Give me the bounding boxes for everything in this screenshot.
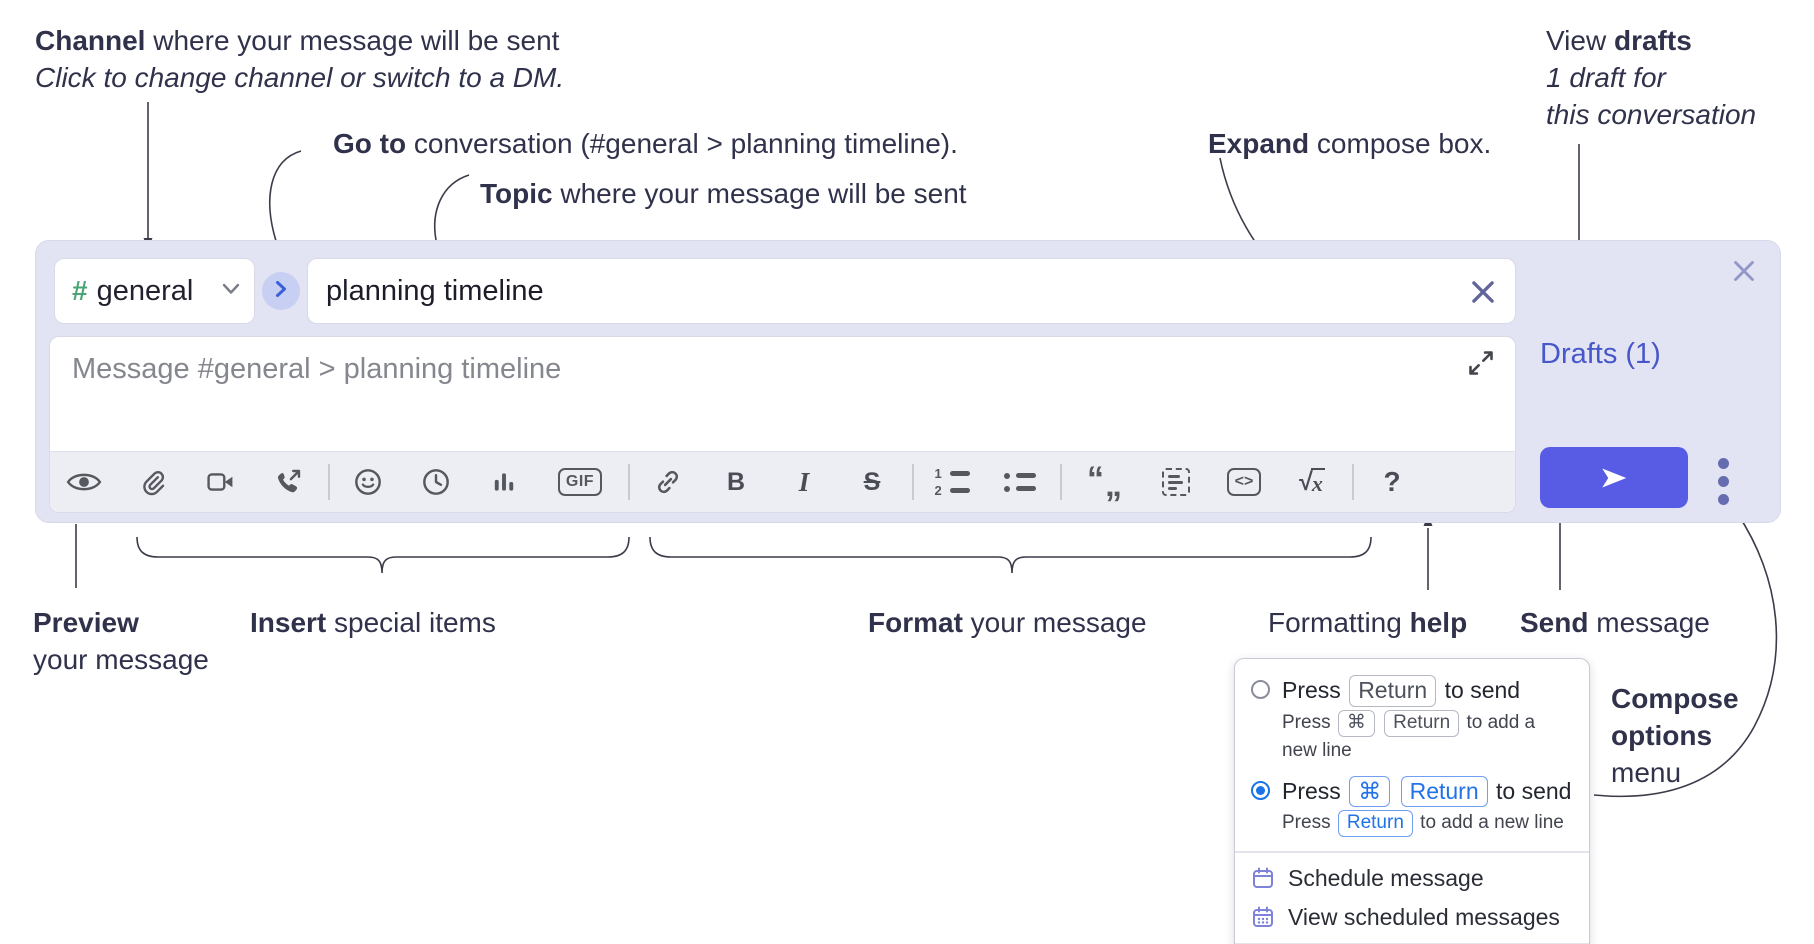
formatting-help-button[interactable]: ? bbox=[1372, 460, 1412, 504]
compose-panel: # general planning timeline Message #gen… bbox=[35, 240, 1781, 523]
italic-icon: I bbox=[798, 466, 810, 497]
toolbar-divider bbox=[1060, 464, 1062, 500]
link-button[interactable] bbox=[648, 460, 688, 504]
menu-divider bbox=[1235, 851, 1589, 853]
preview-button[interactable] bbox=[64, 460, 104, 504]
equation-button[interactable]: √x bbox=[1292, 460, 1332, 504]
paperclip-icon bbox=[142, 470, 164, 495]
view-drafts-annotation: View drafts 1 draft for this conversatio… bbox=[1546, 25, 1757, 130]
sqrt-icon: √x bbox=[1299, 467, 1325, 496]
close-compose-button[interactable] bbox=[1728, 255, 1760, 287]
recent-items-button[interactable] bbox=[416, 460, 456, 504]
question-mark-icon: ? bbox=[1383, 466, 1401, 497]
return-key-chip: Return bbox=[1349, 675, 1437, 707]
close-icon bbox=[1734, 261, 1754, 281]
ordered-list-icon: 1 2 bbox=[935, 467, 970, 497]
expand-compose-button[interactable] bbox=[1467, 349, 1497, 379]
toolbar-divider bbox=[1352, 464, 1354, 500]
topic-value: planning timeline bbox=[326, 274, 544, 307]
compose-options-button[interactable] bbox=[1705, 458, 1741, 505]
compose-options-annotation: Compose options menu bbox=[1611, 683, 1739, 788]
toolbar-divider bbox=[328, 464, 330, 500]
menu-option-return-to-send[interactable]: Press Return to send Press ⌘ Return to a… bbox=[1235, 671, 1589, 772]
strikethrough-icon: S bbox=[863, 467, 881, 496]
video-camera-icon bbox=[206, 473, 232, 491]
send-button[interactable] bbox=[1540, 447, 1688, 508]
goto-conversation-button[interactable] bbox=[262, 272, 300, 310]
phone-call-icon bbox=[277, 469, 301, 493]
cmd-key-chip: ⌘ bbox=[1349, 775, 1391, 808]
calendar-dots-icon bbox=[1253, 906, 1273, 928]
poll-button[interactable] bbox=[484, 460, 524, 504]
message-placeholder: Message #general > planning timeline bbox=[72, 353, 562, 385]
clock-icon bbox=[423, 469, 449, 495]
radio-selected-icon[interactable] bbox=[1251, 780, 1270, 800]
record-video-button[interactable] bbox=[200, 460, 240, 504]
channel-hash-icon: # bbox=[72, 275, 88, 306]
strikethrough-button[interactable]: S bbox=[852, 460, 892, 504]
bulleted-list-button[interactable] bbox=[1000, 460, 1040, 504]
radio-unselected-icon[interactable] bbox=[1251, 680, 1270, 699]
chevron-right-icon bbox=[274, 280, 288, 303]
goto-annotation: Go to conversation (#general > planning … bbox=[333, 128, 958, 159]
topic-input[interactable]: planning timeline bbox=[307, 258, 1516, 324]
paper-plane-icon bbox=[1602, 468, 1627, 487]
quote-icon: “„ bbox=[1087, 459, 1122, 504]
toolbar-divider bbox=[912, 464, 914, 500]
compose-toolbar: GIF B I S 1 2 bbox=[50, 451, 1515, 512]
italic-button[interactable]: I bbox=[784, 460, 824, 504]
calendar-icon bbox=[1253, 867, 1273, 889]
close-icon bbox=[1472, 281, 1494, 303]
gif-button[interactable]: GIF bbox=[552, 460, 608, 504]
clear-topic-button[interactable] bbox=[1467, 276, 1499, 308]
return-key-chip: Return bbox=[1400, 775, 1488, 808]
chevron-down-icon bbox=[222, 282, 240, 300]
ordered-list-button[interactable]: 1 2 bbox=[932, 460, 972, 504]
expand-icon bbox=[1469, 351, 1493, 375]
compose-options-menu: Press Return to send Press ⌘ Return to a… bbox=[1234, 658, 1590, 944]
preview-annotation: Preview your message bbox=[33, 607, 209, 675]
link-icon bbox=[657, 470, 679, 494]
send-annotation: Send message bbox=[1520, 607, 1710, 638]
cmd-key-chip: ⌘ bbox=[1337, 709, 1375, 737]
format-annotation: Format your message bbox=[868, 607, 1147, 638]
bold-icon: B bbox=[726, 467, 746, 496]
expand-annotation: Expand compose box. bbox=[1208, 128, 1492, 159]
bar-chart-icon bbox=[494, 473, 514, 491]
code-block-icon bbox=[1162, 468, 1190, 496]
ellipsis-icon bbox=[1717, 458, 1729, 469]
menu-option-cmd-return-to-send[interactable]: Press ⌘ Return to send Press Return to a… bbox=[1235, 772, 1589, 846]
formatting-help-annotation: Formatting help bbox=[1268, 607, 1468, 638]
return-key-chip: Return bbox=[1337, 810, 1413, 838]
message-compose-box[interactable]: Message #general > planning timeline bbox=[49, 336, 1516, 513]
bold-button[interactable]: B bbox=[716, 460, 756, 504]
menu-item-schedule-message[interactable]: Schedule message bbox=[1235, 859, 1589, 898]
blockquote-button[interactable]: “„ bbox=[1080, 460, 1128, 504]
attach-file-button[interactable] bbox=[132, 460, 172, 504]
menu-divider bbox=[1235, 942, 1589, 944]
toolbar-divider bbox=[628, 464, 630, 500]
insert-annotation: Insert special items bbox=[250, 607, 496, 638]
channel-annotation: Channel where your message will be sent … bbox=[35, 25, 565, 93]
drafts-link[interactable]: Drafts (1) bbox=[1540, 338, 1661, 370]
inline-code-button[interactable]: <> bbox=[1224, 460, 1264, 504]
topic-annotation: Topic where your message will be sent bbox=[480, 178, 967, 209]
code-block-button[interactable] bbox=[1156, 460, 1196, 504]
emoji-button[interactable] bbox=[348, 460, 388, 504]
smiley-icon bbox=[355, 469, 381, 495]
bulleted-list-icon bbox=[1004, 472, 1036, 492]
menu-item-view-scheduled-messages[interactable]: View scheduled messages bbox=[1235, 898, 1589, 937]
audio-call-button[interactable] bbox=[268, 460, 308, 504]
channel-selector[interactable]: # general bbox=[54, 258, 255, 324]
code-icon: <> bbox=[1226, 468, 1262, 496]
channel-name: general bbox=[96, 274, 194, 307]
return-key-chip: Return bbox=[1384, 709, 1460, 737]
gif-icon: GIF bbox=[557, 468, 603, 496]
eye-icon bbox=[66, 473, 102, 491]
